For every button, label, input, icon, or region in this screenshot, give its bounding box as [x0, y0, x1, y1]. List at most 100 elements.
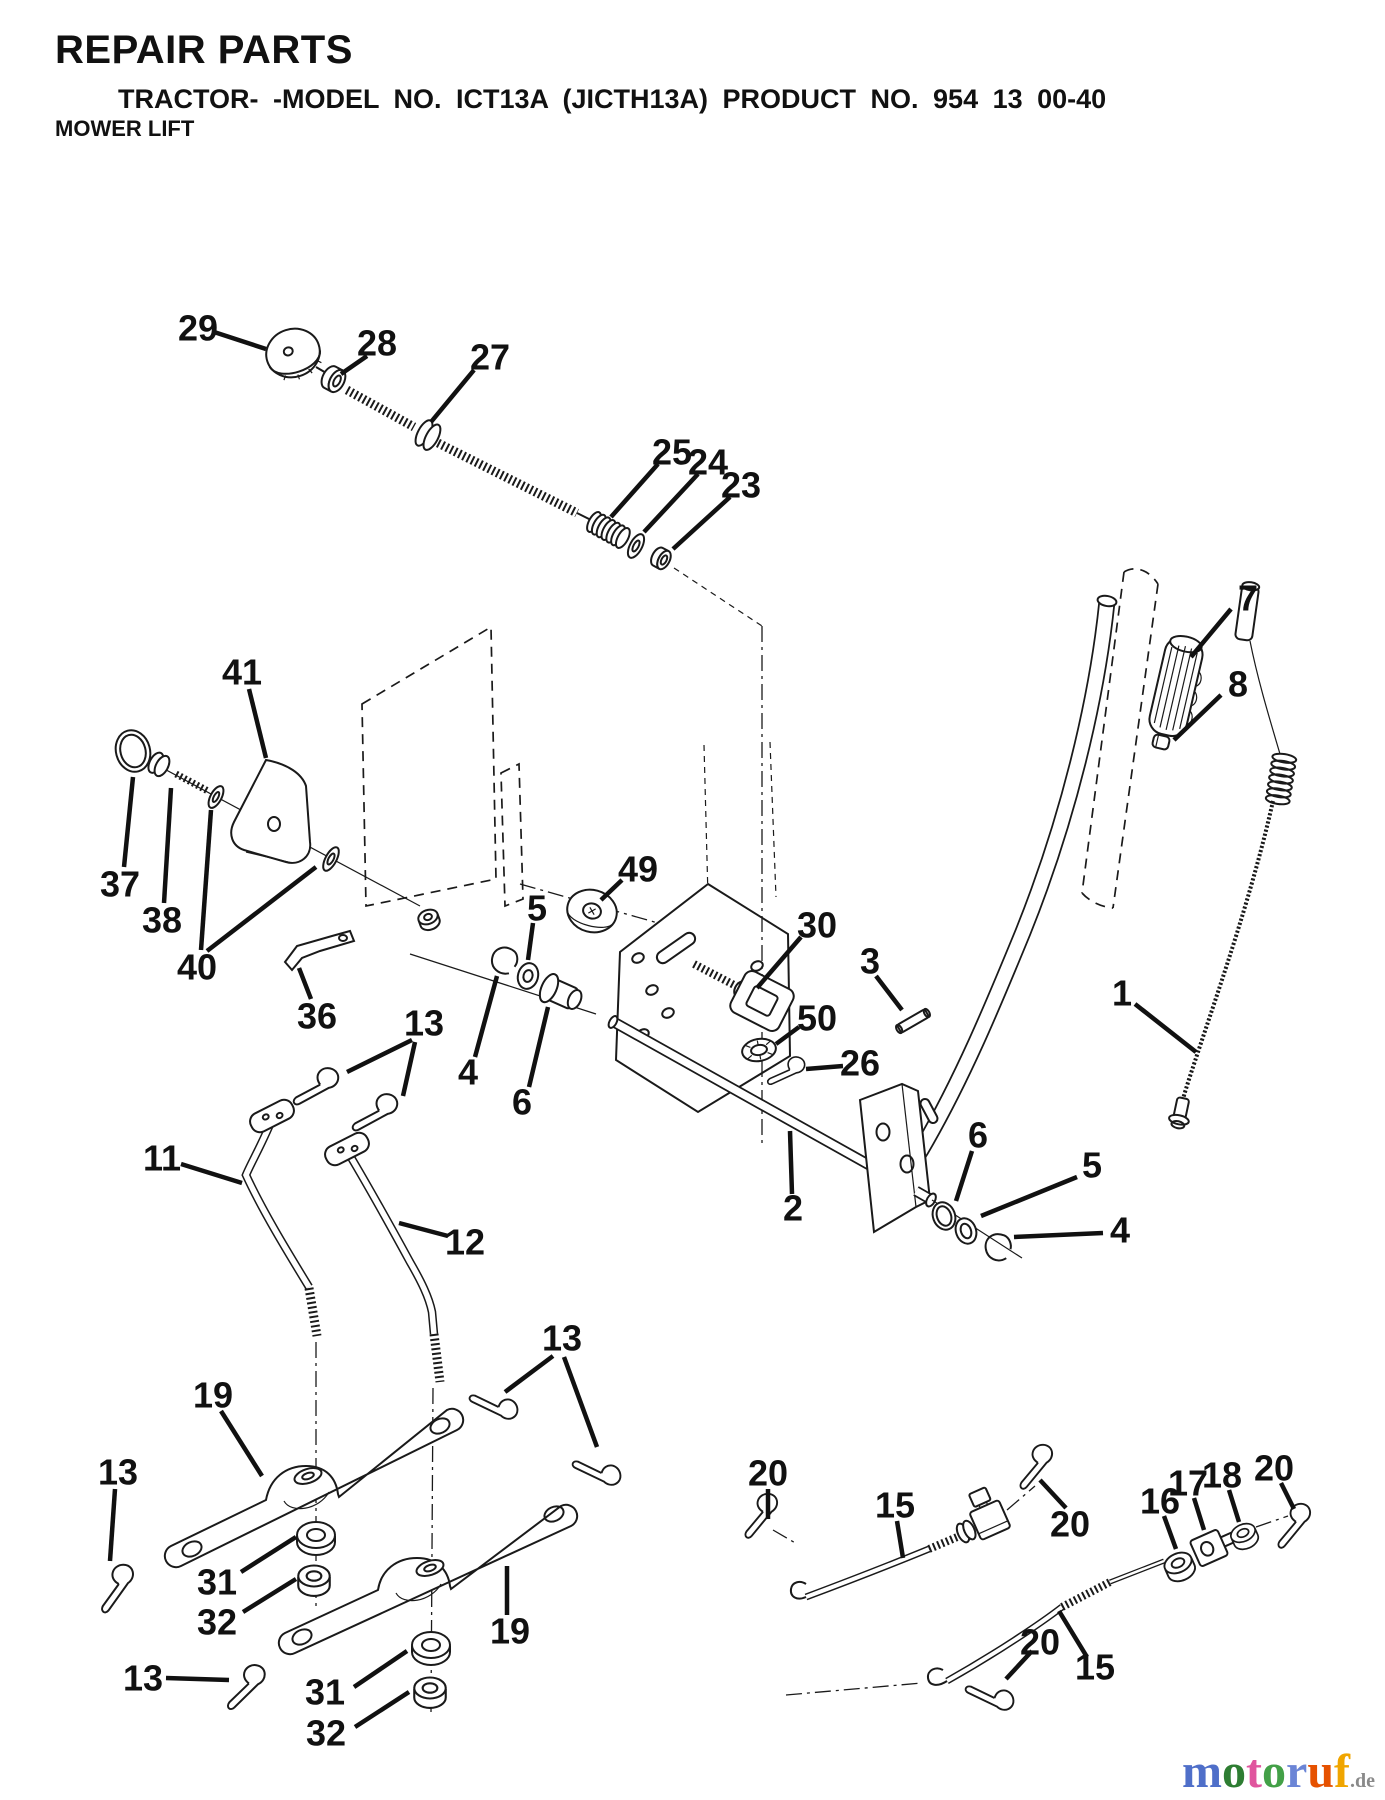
- shaft-stub: [913, 1186, 937, 1208]
- callout-38: 38: [142, 900, 182, 941]
- callout-50: 50: [797, 998, 837, 1039]
- leader-line-11: [180, 1161, 243, 1186]
- callout-15: 15: [1075, 1647, 1115, 1688]
- callout-3: 3: [860, 941, 880, 982]
- callout-13: 13: [98, 1452, 138, 1493]
- part-19-arm-lower: [277, 1503, 579, 1656]
- part-5-washer-right: [954, 1217, 978, 1245]
- part-24-washer: [626, 533, 646, 559]
- leader-line-13: [346, 1037, 413, 1075]
- leader-line-50: [774, 1025, 801, 1046]
- watermark-letter: o: [1222, 1745, 1247, 1798]
- watermark-suffix: .de: [1350, 1770, 1375, 1792]
- callout-13: 13: [542, 1318, 582, 1359]
- part-49-washer: [566, 888, 618, 934]
- part-8-button: [1151, 733, 1171, 751]
- part-40-washer-b: [322, 846, 340, 872]
- callout-20: 20: [1050, 1504, 1090, 1545]
- leader-line-16: [1161, 1515, 1179, 1550]
- callout-12: 12: [445, 1222, 485, 1263]
- callout-4: 4: [1110, 1210, 1130, 1251]
- leader-line-2: [787, 1130, 795, 1195]
- callout-15: 15: [875, 1485, 915, 1526]
- part-11-lift-link: [241, 1098, 322, 1337]
- cable-end-fitting: [1168, 1096, 1190, 1130]
- callout-26: 26: [840, 1043, 880, 1084]
- part-25-spring: [586, 511, 631, 549]
- leader-line-13: [107, 1488, 118, 1562]
- leader-line-6: [953, 1150, 975, 1202]
- leader-line-20: [1278, 1481, 1297, 1511]
- part-32-nut-lower: [413, 1676, 447, 1709]
- leader-line-40: [198, 809, 214, 951]
- leader-line-27: [429, 368, 476, 424]
- leader-line-24: [642, 472, 700, 534]
- callout-31: 31: [305, 1672, 345, 1713]
- leader-line-13: [400, 1041, 418, 1097]
- leader-line-32: [353, 1690, 411, 1729]
- leader-line-8: [1172, 693, 1223, 742]
- part-41-gusset: [230, 758, 312, 864]
- callout-24: 24: [688, 442, 728, 483]
- callout-13: 13: [404, 1003, 444, 1044]
- callout-28: 28: [357, 323, 397, 364]
- callout-20: 20: [1020, 1622, 1060, 1663]
- part-19-arm-upper: [163, 1407, 465, 1569]
- part-16-nut: [1160, 1547, 1200, 1587]
- leader-line-28: [339, 354, 369, 376]
- leader-line-13: [561, 1356, 600, 1448]
- callout-6: 6: [968, 1115, 988, 1156]
- part-13-clip: [89, 1561, 144, 1615]
- callout-27: 27: [470, 337, 510, 378]
- leader-line-4: [1013, 1230, 1104, 1240]
- leader-line-26: [805, 1063, 844, 1072]
- leader-line-38: [161, 787, 174, 904]
- part-20-clip: [1011, 1441, 1060, 1491]
- watermark-word: motoruf: [1182, 1745, 1350, 1798]
- part-31-washer-lower: [411, 1631, 451, 1666]
- leader-line-3: [874, 974, 904, 1012]
- cable-spring: [1264, 752, 1298, 806]
- leader-line-36: [296, 967, 314, 1000]
- leader-line-30: [755, 935, 803, 990]
- callout-29: 29: [178, 308, 218, 349]
- callout-18: 18: [1202, 1455, 1242, 1496]
- part-40-washer-a: [207, 785, 225, 809]
- leader-line-40: [205, 865, 318, 953]
- part-28-nut: [320, 365, 347, 394]
- part-18-nut: [1227, 1519, 1263, 1554]
- part-30-bolt: [692, 960, 795, 1032]
- leader-line-13: [503, 1354, 555, 1394]
- watermark-letter: f: [1334, 1745, 1350, 1798]
- part-13-clip: [292, 1062, 341, 1111]
- watermark-letter: o: [1262, 1745, 1286, 1798]
- watermark-letter: u: [1307, 1745, 1335, 1798]
- callout-6: 6: [512, 1082, 532, 1123]
- watermark-letter: m: [1182, 1745, 1223, 1798]
- leader-line-5: [980, 1174, 1078, 1219]
- callout-32: 32: [197, 1602, 237, 1643]
- part-31-washer-upper: [296, 1521, 336, 1556]
- callout-11: 11: [143, 1138, 181, 1179]
- part-15-rod-lower: [785, 1558, 1165, 1696]
- leader-line-18: [1226, 1489, 1242, 1523]
- callout-25: 25: [652, 432, 692, 473]
- part-20-clip: [736, 1490, 785, 1540]
- part-6-spacer-right: [931, 1201, 957, 1231]
- part-5-washer-left: [516, 962, 540, 990]
- leader-line-41: [246, 688, 269, 759]
- callout-49: 49: [618, 849, 658, 890]
- part-29-knob: [265, 327, 322, 381]
- part-13-clip: [221, 1662, 270, 1711]
- callout-31: 31: [197, 1562, 237, 1603]
- callout-4: 4: [458, 1052, 478, 1093]
- watermark-letter: t: [1246, 1745, 1262, 1798]
- callout-16: 16: [1140, 1481, 1180, 1522]
- part-lift-lever: [899, 594, 1118, 1177]
- callout-13: 13: [123, 1658, 163, 1699]
- part-15-clevis: [968, 1486, 1011, 1541]
- callout-20: 20: [1254, 1448, 1294, 1489]
- leader-line-4: [472, 975, 500, 1058]
